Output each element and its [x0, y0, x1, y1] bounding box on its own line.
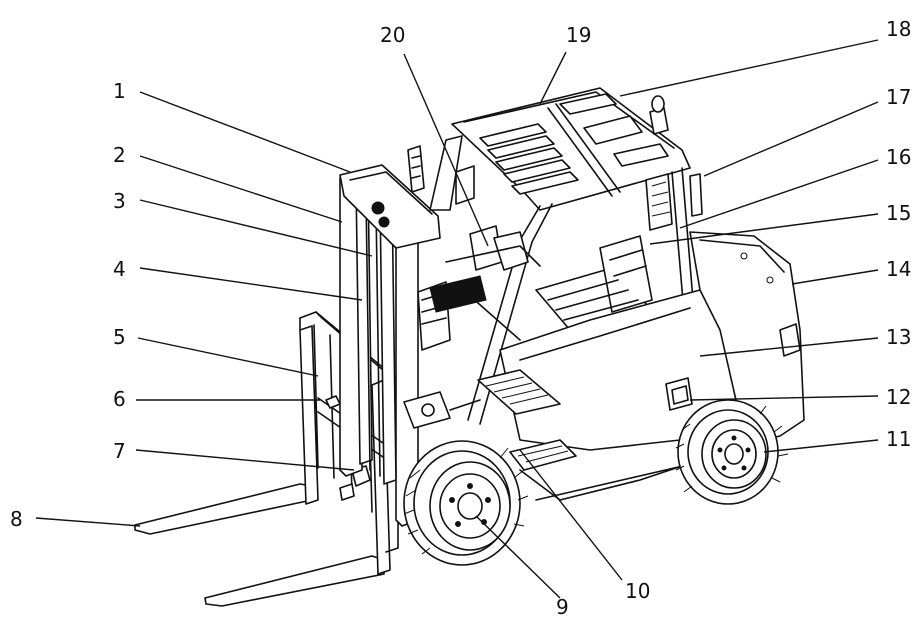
callout-1: 1 [113, 79, 126, 103]
forks [134, 325, 391, 607]
callout-8: 8 [10, 507, 23, 531]
rear-wheel [675, 399, 789, 505]
callout-17: 17 [886, 85, 911, 109]
callout-13: 13 [886, 325, 911, 349]
callout-16: 16 [886, 145, 911, 169]
callout-12: 12 [886, 385, 911, 409]
leader-lines [35, 39, 879, 599]
mast [339, 145, 451, 527]
body [403, 231, 805, 501]
callout-14: 14 [886, 257, 911, 281]
callout-19: 19 [566, 23, 591, 47]
callout-6: 6 [113, 387, 126, 411]
callout-15: 15 [886, 201, 911, 225]
callout-7: 7 [113, 439, 126, 463]
callout-3: 3 [113, 189, 126, 213]
callout-labels: 1 2 3 4 5 6 7 8 9 10 11 12 13 14 15 16 1… [10, 17, 911, 619]
front-wheel [403, 440, 529, 566]
callout-2: 2 [113, 143, 126, 167]
callout-10: 10 [625, 579, 650, 603]
callout-20: 20 [380, 23, 405, 47]
callout-18: 18 [886, 17, 911, 41]
callout-4: 4 [113, 257, 126, 281]
callout-11: 11 [886, 427, 911, 451]
callout-5: 5 [113, 325, 126, 349]
callout-9: 9 [556, 595, 569, 619]
cab [429, 87, 703, 425]
